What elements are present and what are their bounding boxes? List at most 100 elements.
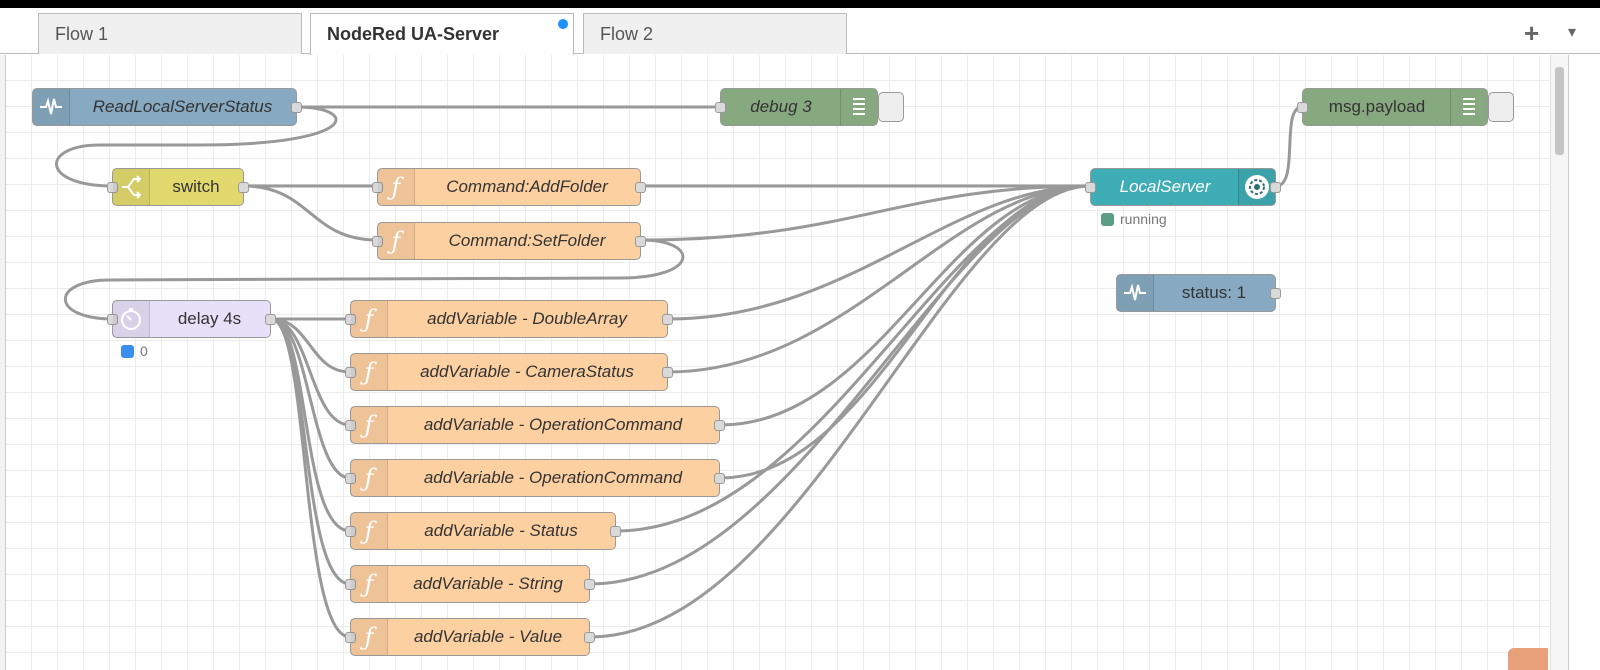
debug-list-icon (840, 89, 877, 125)
status-pulse-icon (1117, 275, 1154, 311)
palette-edge (0, 55, 6, 670)
input-port[interactable] (1085, 182, 1096, 193)
node-label: addVariable - String (413, 574, 563, 593)
node-label: msg.payload (1328, 97, 1426, 116)
node-read-local-server-status[interactable]: ReadLocalServerStatus (32, 88, 302, 126)
status-indicator (1101, 212, 1114, 226)
debug-list-icon (1450, 89, 1487, 125)
node-addvariable-operationcommand[interactable]: ƒ addVariable - OperationCommand (345, 406, 725, 444)
node-label: Command:SetFolder (448, 231, 606, 250)
function-icon: ƒ (351, 513, 388, 549)
function-icon: ƒ (351, 566, 388, 602)
node-switch[interactable]: switch (107, 168, 249, 206)
output-port[interactable] (662, 367, 673, 378)
add-flow-button[interactable]: + (1524, 18, 1540, 48)
node-addvariable-camerastatus[interactable]: ƒ addVariable - CameraStatus (345, 353, 673, 391)
node-command-setfolder[interactable]: ƒ Command:SetFolder (372, 222, 646, 260)
function-icon: ƒ (351, 460, 388, 496)
function-icon: ƒ (351, 301, 388, 337)
output-port[interactable] (265, 314, 276, 325)
node-label: addVariable - Status (424, 521, 578, 540)
node-label: addVariable - OperationCommand (423, 468, 683, 487)
node-addvariable-string[interactable]: ƒ addVariable - String (345, 565, 595, 603)
tab-label: Flow 1 (55, 24, 109, 44)
unsaved-changes-dot (557, 18, 569, 30)
node-label: delay 4s (177, 309, 242, 328)
output-port[interactable] (584, 632, 595, 643)
node-command-addfolder[interactable]: ƒ Command:AddFolder (372, 168, 646, 206)
output-port[interactable] (1270, 182, 1281, 193)
input-port[interactable] (372, 236, 383, 247)
node-label: debug 3 (750, 97, 812, 116)
output-port[interactable] (584, 579, 595, 590)
output-port[interactable] (714, 473, 725, 484)
timer-icon (113, 301, 150, 337)
node-local-server[interactable]: LocalServer (1085, 168, 1281, 206)
node-label: addVariable - CameraStatus (420, 362, 634, 381)
node-label: addVariable - DoubleArray (427, 309, 627, 328)
output-port[interactable] (635, 182, 646, 193)
node-label: ReadLocalServerStatus (92, 97, 273, 116)
node-label: switch (172, 177, 220, 196)
scrollbar-thumb[interactable] (1555, 67, 1564, 155)
node-debug-3[interactable]: debug 3 (715, 88, 878, 126)
flow-workspace[interactable] (6, 55, 1550, 670)
output-port[interactable] (635, 236, 646, 247)
tab-flow-1[interactable]: Flow 1 (38, 13, 302, 54)
function-icon: ƒ (351, 354, 388, 390)
node-label: Command:AddFolder (446, 177, 608, 196)
node-addvariable-status[interactable]: ƒ addVariable - Status (345, 512, 621, 550)
input-port[interactable] (345, 579, 356, 590)
input-port[interactable] (345, 367, 356, 378)
switch-icon (113, 169, 150, 205)
node-label: addVariable - OperationCommand (423, 415, 683, 434)
input-port[interactable] (107, 182, 118, 193)
node-delay-4s[interactable]: delay 4s (107, 300, 276, 338)
debug-toggle-button[interactable] (1488, 92, 1514, 122)
node-label: addVariable - Value (413, 627, 563, 646)
window-top-border (0, 0, 1600, 8)
status-text: 0 (140, 343, 148, 359)
output-port[interactable] (610, 526, 621, 537)
node-status-local-server: running (1101, 211, 1167, 227)
node-msg-payload[interactable]: msg.payload (1297, 88, 1488, 126)
sidebar-edge (1568, 55, 1600, 670)
input-port[interactable] (1297, 102, 1308, 113)
node-addvariable-doublearray[interactable]: ƒ addVariable - DoubleArray (345, 300, 673, 338)
tab-flow-2[interactable]: Flow 2 (583, 13, 847, 54)
input-port[interactable] (345, 314, 356, 325)
vertical-scrollbar[interactable] (1550, 55, 1568, 670)
node-label: status: 1 (1181, 283, 1247, 302)
input-port[interactable] (345, 526, 356, 537)
output-port[interactable] (662, 314, 673, 325)
opcua-server-icon (1238, 169, 1275, 205)
input-port[interactable] (715, 102, 726, 113)
status-pulse-icon (33, 89, 70, 125)
output-port[interactable] (714, 420, 725, 431)
node-label: LocalServer (1119, 177, 1211, 196)
node-status-1[interactable]: status: 1 (1116, 274, 1281, 312)
output-port[interactable] (291, 102, 302, 113)
node-addvariable-value[interactable]: ƒ addVariable - Value (345, 618, 595, 656)
node-addvariable-operationcommand-2[interactable]: ƒ addVariable - OperationCommand (345, 459, 725, 497)
debug-toggle-button[interactable] (878, 92, 904, 122)
status-indicator (121, 344, 134, 358)
output-port[interactable] (1270, 288, 1281, 299)
input-port[interactable] (345, 632, 356, 643)
input-port[interactable] (345, 420, 356, 431)
input-port[interactable] (107, 314, 118, 325)
tab-menu-button[interactable]: ▾ (1568, 24, 1577, 41)
function-icon: ƒ (351, 619, 388, 655)
node-status-delay: 0 (121, 343, 148, 359)
tab-label: Flow 2 (600, 24, 654, 44)
workspace-tabs: Flow 1 NodeRed UA-Server Flow 2 + ▾ (0, 8, 1600, 55)
output-port[interactable] (238, 182, 249, 193)
input-port[interactable] (345, 473, 356, 484)
input-port[interactable] (372, 182, 383, 193)
partial-node-offscreen[interactable] (1508, 648, 1548, 670)
function-icon: ƒ (378, 169, 415, 205)
function-icon: ƒ (378, 223, 415, 259)
tab-label: NodeRed UA-Server (327, 24, 500, 44)
tab-nodered-ua-server[interactable]: NodeRed UA-Server (310, 13, 574, 55)
status-text: running (1120, 211, 1167, 227)
